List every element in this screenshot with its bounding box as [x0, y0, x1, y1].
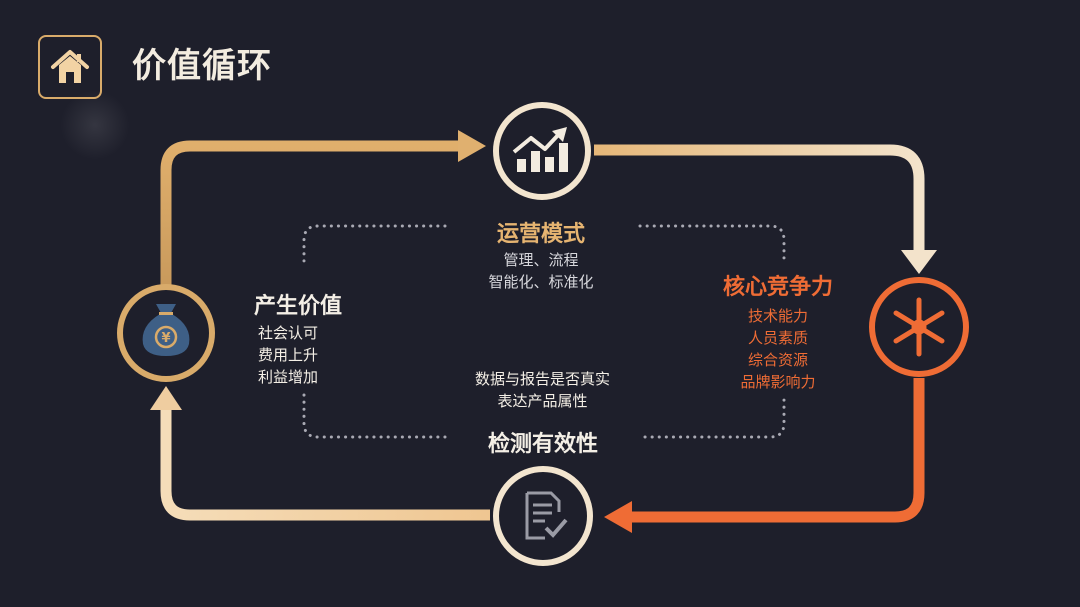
node-competitiveness — [869, 277, 969, 377]
competitiveness-title: 核心竞争力 — [722, 275, 833, 300]
node-validation — [493, 466, 593, 566]
arrow-validation-to-value — [150, 386, 490, 521]
growth-chart-icon — [512, 127, 568, 172]
operations-title: 运营模式 — [496, 222, 585, 247]
arrow-value-to-operations — [160, 130, 486, 285]
money-bag-icon: ¥ — [142, 304, 190, 356]
decorative-glow — [60, 90, 130, 160]
node-operations — [493, 102, 591, 200]
node-value: ¥ — [117, 284, 215, 382]
competitiveness-details: 技术能力 人员素质 综合资源 品牌影响力 — [740, 307, 816, 391]
home-button[interactable] — [38, 35, 102, 99]
validation-title: 检测有效性 — [487, 432, 598, 457]
operations-details: 管理、流程 智能化、标准化 — [488, 251, 594, 291]
document-check-icon — [525, 491, 568, 540]
asterisk-network-icon — [893, 297, 945, 357]
validation-details: 数据与报告是否真实 表达产品属性 — [474, 370, 610, 410]
value-details: 社会认可 费用上升 利益增加 — [258, 324, 319, 386]
home-icon — [51, 50, 89, 83]
svg-text:¥: ¥ — [161, 331, 170, 346]
dotted-frame — [302, 224, 786, 439]
page-title: 价值循环 — [132, 46, 272, 86]
value-title: 产生价值 — [254, 294, 343, 319]
arrow-competitiveness-to-validation — [604, 378, 925, 533]
arrow-operations-to-competitiveness — [594, 144, 937, 274]
